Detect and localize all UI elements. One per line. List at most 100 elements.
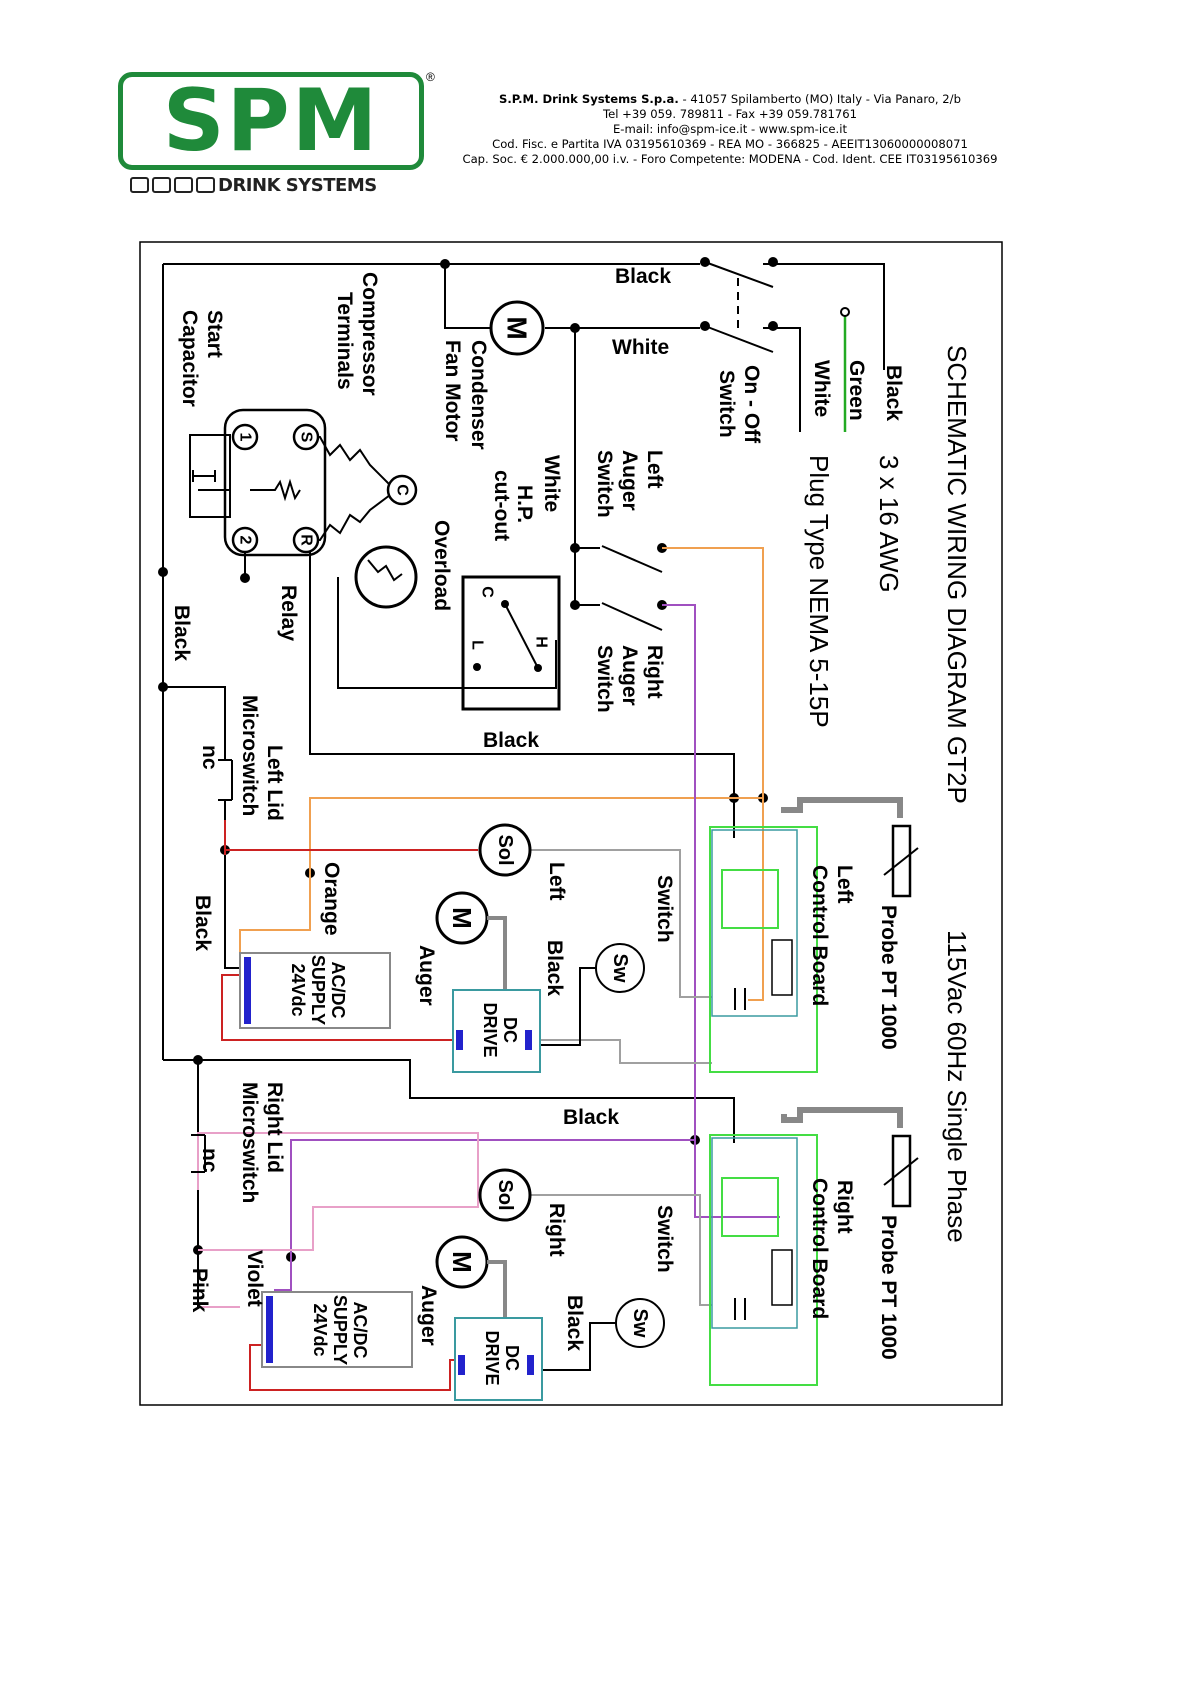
red-wire-drive-right (249, 1344, 462, 1391)
drop-icon (174, 177, 193, 193)
logo-text: SPM (162, 71, 380, 171)
gray-wire-sol-left (530, 849, 712, 998)
left-auger-line-1: Left (643, 450, 666, 489)
left-auger-line-3: Switch (593, 450, 616, 518)
compressor-line-2: Terminals (333, 292, 356, 390)
right-sol-line-1: Right (545, 1203, 568, 1257)
right-auger-label: Auger (417, 1285, 440, 1346)
orange-label: Orange (320, 862, 343, 936)
orange-wire-board (662, 547, 764, 1001)
orange-wire-supply (239, 797, 763, 970)
right-dc-drive-line-2: DRIVE (482, 1330, 502, 1385)
spm-logo: SPM (118, 72, 424, 170)
right-acdc-supply: AC/DC SUPPLY 24Vdc (261, 1291, 413, 1368)
left-probe (883, 824, 919, 898)
left-solenoid: Sol (478, 823, 532, 877)
cup-icon (152, 177, 171, 193)
diagram-title: SCHEMATIC WIRING DIAGRAM GT2P (942, 345, 972, 804)
diagram-labels: Black White Black Black (483, 265, 671, 1129)
hp-terminal-c: C (479, 586, 496, 598)
right-probe (883, 1134, 919, 1208)
right-solenoid: Sol (478, 1168, 532, 1222)
left-control-board (709, 826, 818, 1073)
right-lid-line-2: Microswitch (238, 1082, 261, 1203)
left-sol-line-2: Switch (653, 875, 676, 943)
right-acdc-line-3: 24Vdc (310, 1303, 330, 1356)
right-auger-motor: M (435, 1235, 507, 1318)
cord-black: Black (882, 365, 905, 421)
left-acdc-supply: AC/DC SUPPLY 24Vdc (239, 952, 391, 1029)
rotated-labels: Black Green White On - Off Switch Left A… (170, 272, 905, 1360)
company-address: - 41057 Spilamberto (MO) Italy - Via Pan… (678, 92, 961, 106)
start-cap-line-1: Start (203, 310, 226, 358)
logo-subtitle-text: DRINK SYSTEMS (218, 175, 377, 196)
compressor-terminal-circles (231, 423, 418, 554)
cable-spec: 3 x 16 AWG (874, 455, 904, 593)
cord-green: Green (845, 360, 868, 421)
left-auger-label: Auger (415, 945, 438, 1006)
left-lid-line-2: Microswitch (238, 695, 261, 816)
left-auger-line-2: Auger (618, 450, 641, 511)
title-block: SCHEMATIC WIRING DIAGRAM GT2P 115Vac 60H… (804, 345, 972, 1243)
plug-spec: Plug Type NEMA 5-15P (804, 455, 834, 728)
overload-protector (354, 545, 418, 609)
label-black-bottom: Black (191, 895, 214, 951)
hp-terminal-l: L (469, 640, 486, 650)
label-black-left: Black (170, 605, 193, 661)
nc-right: nc (198, 1148, 221, 1173)
condenser-line-2: Fan Motor (441, 340, 464, 441)
pink-wire-sol (197, 1132, 479, 1251)
violet-wire-supply (274, 1139, 695, 1310)
on-off-line-1: On - Off (740, 365, 763, 444)
junction-dots (158, 257, 778, 1262)
right-lid-microswitch (191, 1134, 206, 1173)
overload-label: Overload (430, 520, 453, 611)
red-wire-drive (221, 974, 462, 1041)
left-sol-symbol: Sol (494, 834, 516, 865)
label-black-top: Black (615, 265, 671, 288)
condenser-line-1: Condenser (467, 340, 490, 450)
company-info: S.P.M. Drink Systems S.p.a. - 41057 Spil… (380, 92, 1080, 167)
probe-cable-right (781, 1107, 903, 1128)
company-phone-fax: Tel +39 059. 789811 - Fax +39 059.781761 (602, 107, 858, 121)
left-sol-line-1: Left (545, 862, 568, 901)
left-dc-drive-line-1: DC (500, 1017, 520, 1043)
right-auger-sw: Sw (530, 1298, 665, 1371)
company-name: S.P.M. Drink Systems S.p.a. (499, 92, 679, 106)
left-board-line-2: Control Board (808, 865, 831, 1006)
start-cap-line-2: Capacitor (178, 310, 201, 407)
gray-wire-drive (530, 1039, 712, 1064)
label-white-mid: White (540, 455, 563, 512)
condenser-fan-motor: M (489, 300, 545, 356)
left-acdc-line-2: SUPPLY (308, 955, 328, 1025)
pink-label: Pink (188, 1268, 211, 1313)
compressor-line-1: Compressor (358, 272, 381, 396)
right-acdc-line-1: AC/DC (350, 1302, 370, 1359)
left-black-auger: Black (543, 940, 566, 996)
left-lid-line-1: Left Lid (263, 745, 286, 821)
right-dc-drive-line-1: DC (502, 1345, 522, 1371)
hp-terminal-h: H (533, 636, 550, 648)
right-sw-symbol: Sw (629, 1309, 651, 1338)
left-dc-drive: DC DRIVE (452, 989, 541, 1073)
terminal-c: C (394, 484, 411, 496)
right-auger-line-1: Right (643, 645, 666, 699)
terminal-s: S (298, 432, 315, 443)
hp-line-2: cut-out (490, 470, 513, 541)
left-auger-motor: M (435, 891, 507, 990)
cord-white: White (810, 360, 833, 417)
registered-mark: ® (426, 70, 435, 84)
fan-motor-symbol: M (502, 316, 533, 339)
relay-label: Relay (277, 585, 300, 641)
terminal-r: R (298, 534, 315, 546)
right-acdc-line-2: SUPPLY (330, 1295, 350, 1365)
document-header: SPM ® DRINK SYSTEMS S.P.M. Drink Systems… (0, 0, 1190, 220)
left-acdc-line-3: 24Vdc (288, 963, 308, 1016)
gray-wire-sol-right (530, 1194, 712, 1306)
left-dc-drive-line-2: DRIVE (480, 1002, 500, 1057)
logo-subtitle: DRINK SYSTEMS (130, 175, 377, 196)
right-lid-line-1: Right Lid (263, 1082, 286, 1173)
diagram-frame (139, 241, 1003, 1406)
right-probe-label: Probe PT 1000 (877, 1215, 900, 1360)
